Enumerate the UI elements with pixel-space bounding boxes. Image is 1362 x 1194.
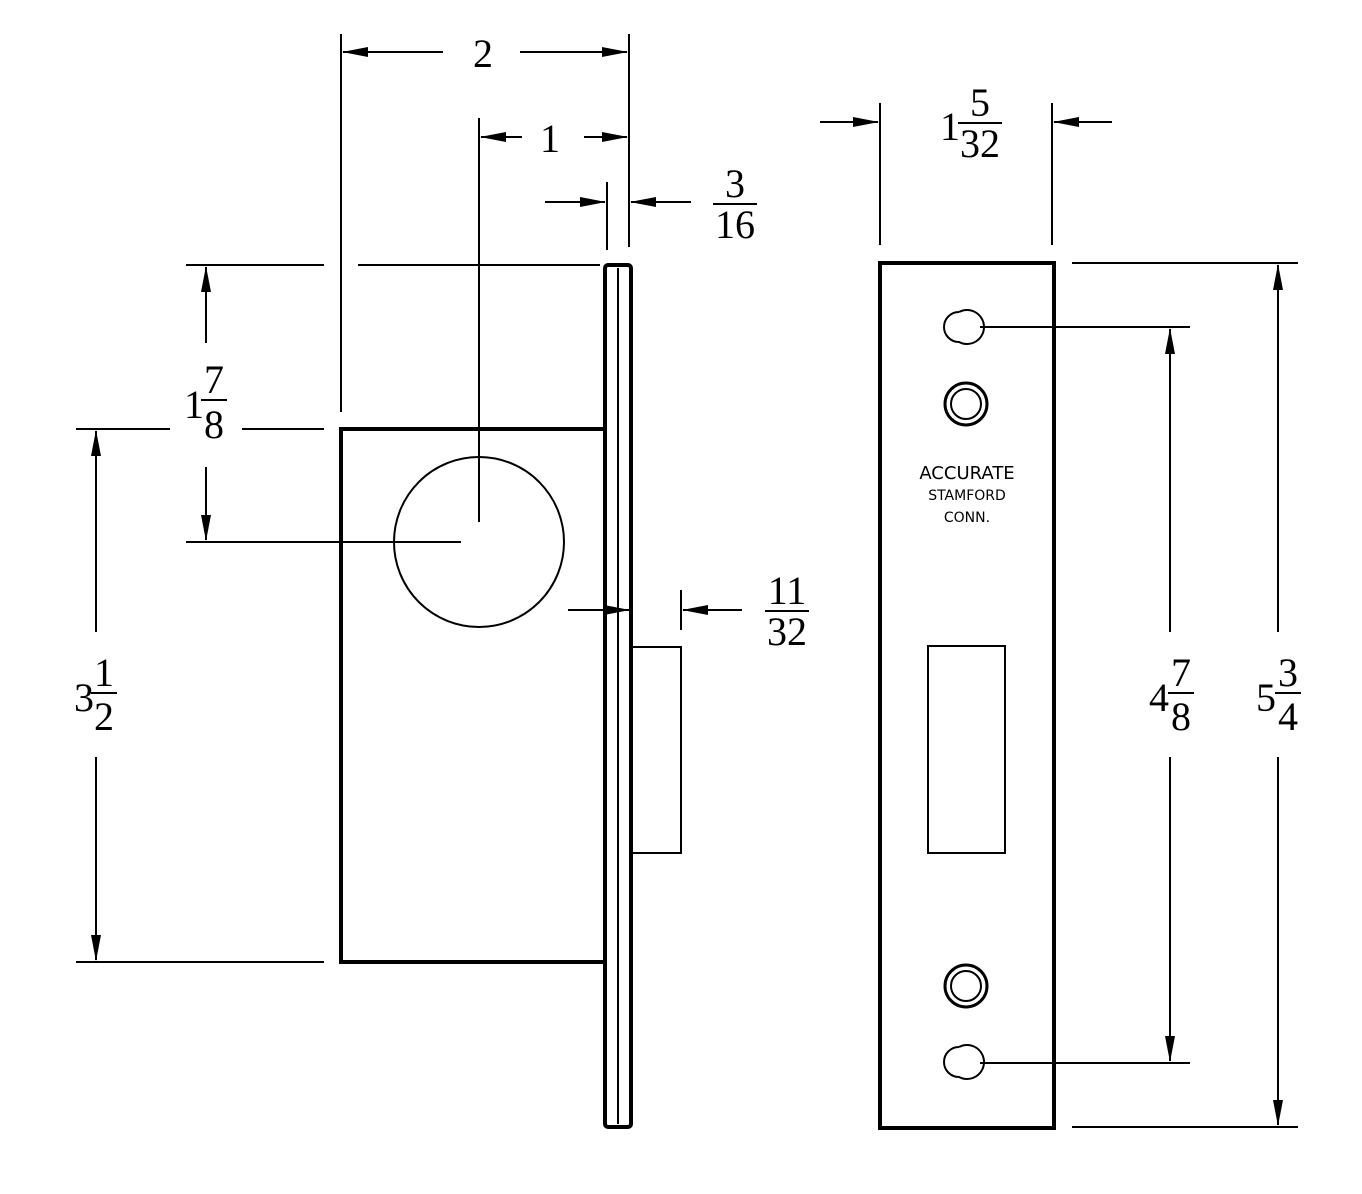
- dim-backset: 1: [540, 116, 560, 161]
- svg-text:3: 3: [725, 161, 745, 206]
- svg-text:3: 3: [1278, 650, 1298, 695]
- screw-upper-outer: [943, 381, 989, 427]
- svg-text:11: 11: [768, 568, 807, 613]
- side-view: 2 1 3 16 1 7 8: [74, 31, 809, 1129]
- screw-hole-top-open: [943, 309, 985, 345]
- svg-text:5: 5: [970, 80, 990, 125]
- svg-text:8: 8: [1171, 694, 1191, 739]
- svg-text:32: 32: [960, 121, 1000, 166]
- screw-lower-inner: [950, 970, 982, 1002]
- svg-text:4: 4: [1278, 694, 1298, 739]
- lock-case: [339, 427, 607, 964]
- svg-text:16: 16: [715, 202, 755, 247]
- screw-hole-bottom-open: [943, 1044, 985, 1080]
- dim-overall-depth: 2: [473, 31, 493, 76]
- dim-case-height: 3 1 2: [74, 650, 117, 739]
- dim-screw-spacing: 4 7 8: [1149, 650, 1194, 739]
- dim-faceplate-width: 1 5 32: [940, 80, 1002, 166]
- svg-text:7: 7: [1171, 650, 1191, 695]
- dim-bolt-throw: 11 32: [765, 568, 809, 654]
- dim-faceplate-thickness: 3 16: [713, 161, 757, 247]
- svg-text:1: 1: [94, 650, 114, 695]
- svg-text:4: 4: [1149, 675, 1169, 720]
- svg-text:2: 2: [94, 694, 114, 739]
- svg-text:3: 3: [74, 675, 94, 720]
- brand-state: CONN.: [944, 510, 990, 526]
- faceplate-front: [878, 261, 1056, 1130]
- svg-text:8: 8: [204, 402, 224, 447]
- brand-name: ACCURATE: [919, 463, 1014, 484]
- dim-height-to-hub: 1 7 8: [184, 357, 227, 447]
- screw-lower-outer: [943, 963, 989, 1009]
- dim-faceplate-height: 5 3 4: [1256, 650, 1301, 739]
- screw-upper-inner: [950, 388, 982, 420]
- bolt-side: [630, 646, 682, 854]
- bolt-opening: [927, 645, 1006, 854]
- svg-text:5: 5: [1256, 675, 1276, 720]
- svg-text:32: 32: [767, 609, 807, 654]
- svg-text:1: 1: [184, 382, 204, 427]
- svg-text:1: 1: [940, 104, 960, 149]
- brand-city: STAMFORD: [928, 488, 1006, 504]
- svg-text:7: 7: [204, 357, 224, 402]
- front-view: ACCURATE STAMFORD CONN. 1 5 32 4 7 8: [820, 80, 1301, 1130]
